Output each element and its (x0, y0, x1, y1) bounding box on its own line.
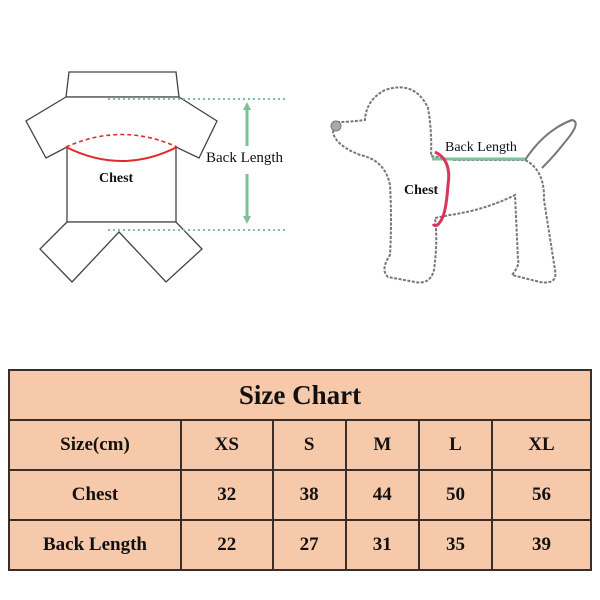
garment-chest-label: Chest (99, 171, 134, 186)
table-header-row: Size(cm) XS S M L XL (8, 419, 592, 471)
table-cell: 44 (344, 469, 420, 521)
table-cell: 56 (491, 469, 592, 521)
table-cell: 32 (180, 469, 274, 521)
table-cell: 31 (344, 519, 420, 571)
table-cell: 35 (417, 519, 494, 571)
garment-diagram: Chest Back Length (0, 50, 300, 300)
table-cell: 22 (180, 519, 274, 571)
header-cell: Size(cm) (8, 419, 182, 471)
dog-back-length-label: Back Length (445, 140, 517, 155)
row-label: Back Length (8, 519, 182, 571)
table-cell: 27 (271, 519, 347, 571)
dog-diagram: Back Length Chest (300, 70, 600, 320)
size-chart-title: Size Chart (8, 369, 592, 421)
header-cell: L (417, 419, 494, 471)
row-label: Chest (8, 469, 182, 521)
garment-outline-icon (25, 71, 285, 283)
table-cell: 50 (417, 469, 494, 521)
header-cell: XL (491, 419, 592, 471)
table-cell: 39 (491, 519, 592, 571)
size-chart-table: Size Chart Size(cm) XS S M L XL Chest 32… (8, 369, 592, 571)
dog-outline-icon (330, 86, 577, 284)
header-cell: M (344, 419, 420, 471)
dog-chest-label: Chest (404, 183, 439, 198)
table-row: Chest 32 38 44 50 56 (8, 469, 592, 521)
header-cell: S (271, 419, 347, 471)
table-row: Back Length 22 27 31 35 39 (8, 519, 592, 571)
table-cell: 38 (271, 469, 347, 521)
garment-back-length-label: Back Length (206, 150, 284, 166)
header-cell: XS (180, 419, 274, 471)
